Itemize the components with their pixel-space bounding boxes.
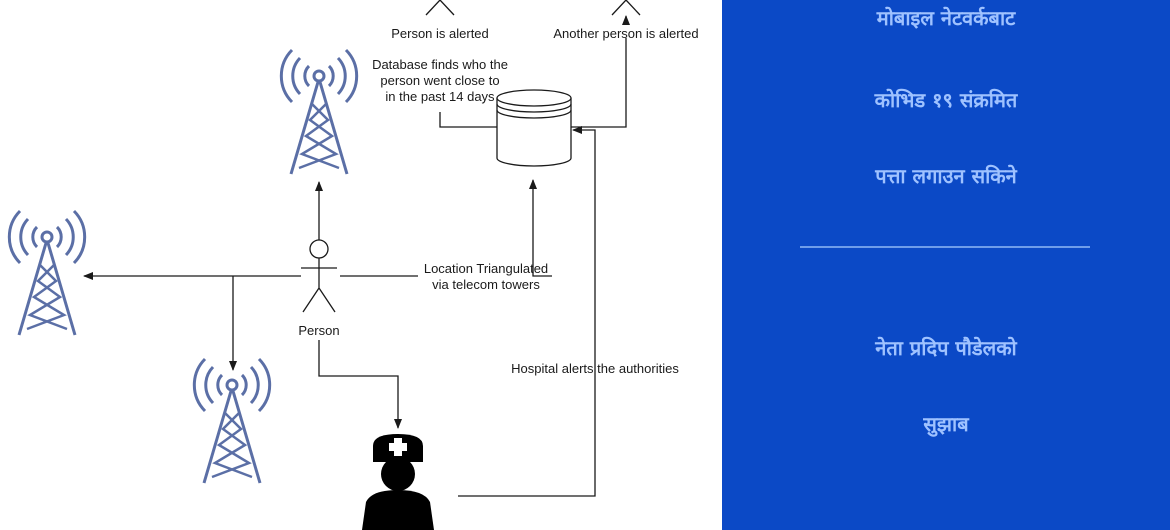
headline-line-2: कोभिड १९ संक्रमित bbox=[874, 88, 1018, 112]
arrow-location-to-database bbox=[340, 180, 552, 277]
covid-tracking-diagram: Person is alerted Another person is aler… bbox=[7, 0, 699, 530]
label-person: Person bbox=[298, 323, 339, 338]
cell-tower-icon bbox=[279, 48, 359, 176]
label-database-line1: Database finds who the bbox=[372, 57, 508, 72]
headline-line-1: मोबाइल नेटवर्कबाट bbox=[876, 6, 1016, 30]
label-database-line3: in the past 14 days bbox=[385, 89, 495, 104]
another-person-figure-icon bbox=[611, 0, 641, 16]
label-hospital-alerts: Hospital alerts the authorities bbox=[511, 361, 679, 376]
headline-divider bbox=[800, 246, 1090, 248]
database-cylinder-icon bbox=[496, 89, 572, 167]
headline-line-4: नेता प्रदिप पौडेलको bbox=[875, 336, 1017, 360]
label-another-alerted: Another person is alerted bbox=[553, 26, 698, 41]
line-to-person-alerted bbox=[439, 112, 497, 128]
cell-tower-icon bbox=[192, 357, 272, 485]
headline-line-5: सुझाब bbox=[923, 412, 969, 436]
person-alerted-figure-icon bbox=[425, 0, 455, 16]
arrow-hospital-to-database bbox=[458, 126, 596, 497]
headline-line-3: पत्ता लगाउन सकिने bbox=[875, 164, 1017, 188]
arrow-person-to-nurse bbox=[318, 340, 402, 429]
person-figure-icon bbox=[301, 239, 337, 313]
cell-tower-icon bbox=[7, 209, 87, 337]
line-to-another-person bbox=[571, 38, 627, 128]
label-location-line1: Location Triangulated bbox=[424, 261, 548, 276]
label-database-line2: person went close to bbox=[380, 73, 499, 88]
nurse-icon bbox=[362, 434, 434, 530]
headline-panel: मोबाइल नेटवर्कबाट कोभिड १९ संक्रमित पत्त… bbox=[722, 0, 1170, 530]
label-location-line2: via telecom towers bbox=[432, 277, 540, 292]
label-person-alerted: Person is alerted bbox=[391, 26, 489, 41]
